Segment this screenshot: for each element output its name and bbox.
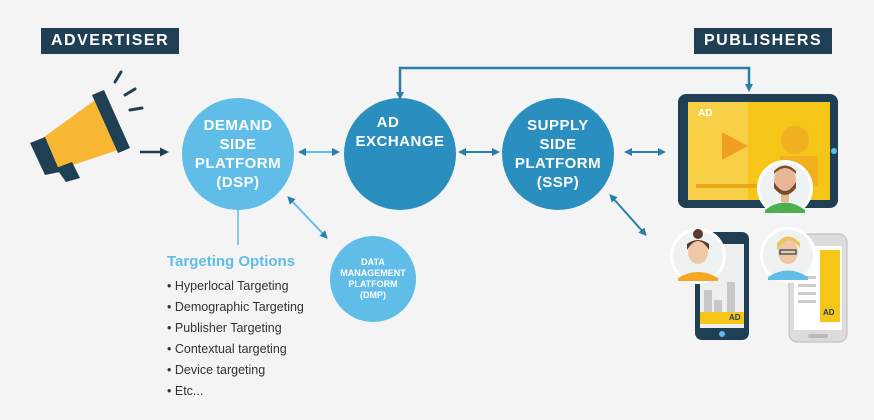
- ad-exchange-node: AD EXCHANGE: [344, 98, 456, 210]
- avatar-blonde-man: [760, 227, 816, 283]
- targeting-options-list: Hyperlocal Targeting Demographic Targeti…: [167, 276, 304, 402]
- dsp-line-2: SIDE: [219, 136, 257, 153]
- list-item: Publisher Targeting: [167, 318, 304, 339]
- ssp-line-1: SUPPLY: [527, 117, 589, 134]
- adx-line-1: AD: [376, 114, 400, 131]
- list-item: Etc...: [167, 381, 304, 402]
- publishers-label: PUBLISHERS: [694, 28, 833, 54]
- list-item: Device targeting: [167, 360, 304, 381]
- ssp-line-2: SIDE: [539, 136, 577, 153]
- megaphone-icon: [30, 70, 144, 182]
- dmp-line-2: MANAGEMENT: [340, 268, 406, 278]
- ssp-line-3: PLATFORM: [514, 155, 602, 172]
- phone-ad-label: AD: [729, 313, 741, 322]
- list-item: Hyperlocal Targeting: [167, 276, 304, 297]
- dsp-line-1: DEMAND: [203, 117, 273, 134]
- adx-line-2: EXCHANGE: [355, 133, 445, 150]
- arrow-top-loop: [396, 66, 753, 100]
- targeting-options-title: Targeting Options: [167, 253, 296, 270]
- dmp-line-1: DATA: [361, 257, 385, 267]
- dsp-line-3: PLATFORM: [194, 155, 282, 172]
- arrow-dsp-dmp: [287, 196, 328, 239]
- tablet-ad-label: AD: [698, 108, 713, 119]
- ssp-line-4: (SSP): [536, 174, 580, 191]
- avatar-bearded-man: [757, 160, 813, 216]
- list-item: Contextual targeting: [167, 339, 304, 360]
- avatar-woman: [670, 228, 726, 284]
- dmp-node: DATA MANAGEMENT PLATFORM (DMP): [330, 236, 416, 322]
- dmp-line-3: PLATFORM: [348, 279, 398, 289]
- ssp-node: SUPPLY SIDE PLATFORM (SSP): [502, 98, 614, 210]
- dsp-node: DEMAND SIDE PLATFORM (DSP): [182, 98, 294, 210]
- advertiser-label: ADVERTISER: [41, 28, 180, 54]
- phone2-ad-label: AD: [823, 308, 835, 317]
- dsp-line-4: (DSP): [216, 174, 260, 191]
- arrow-ssp-phones: [609, 194, 647, 236]
- dmp-line-4: (DMP): [360, 290, 386, 300]
- list-item: Demographic Targeting: [167, 297, 304, 318]
